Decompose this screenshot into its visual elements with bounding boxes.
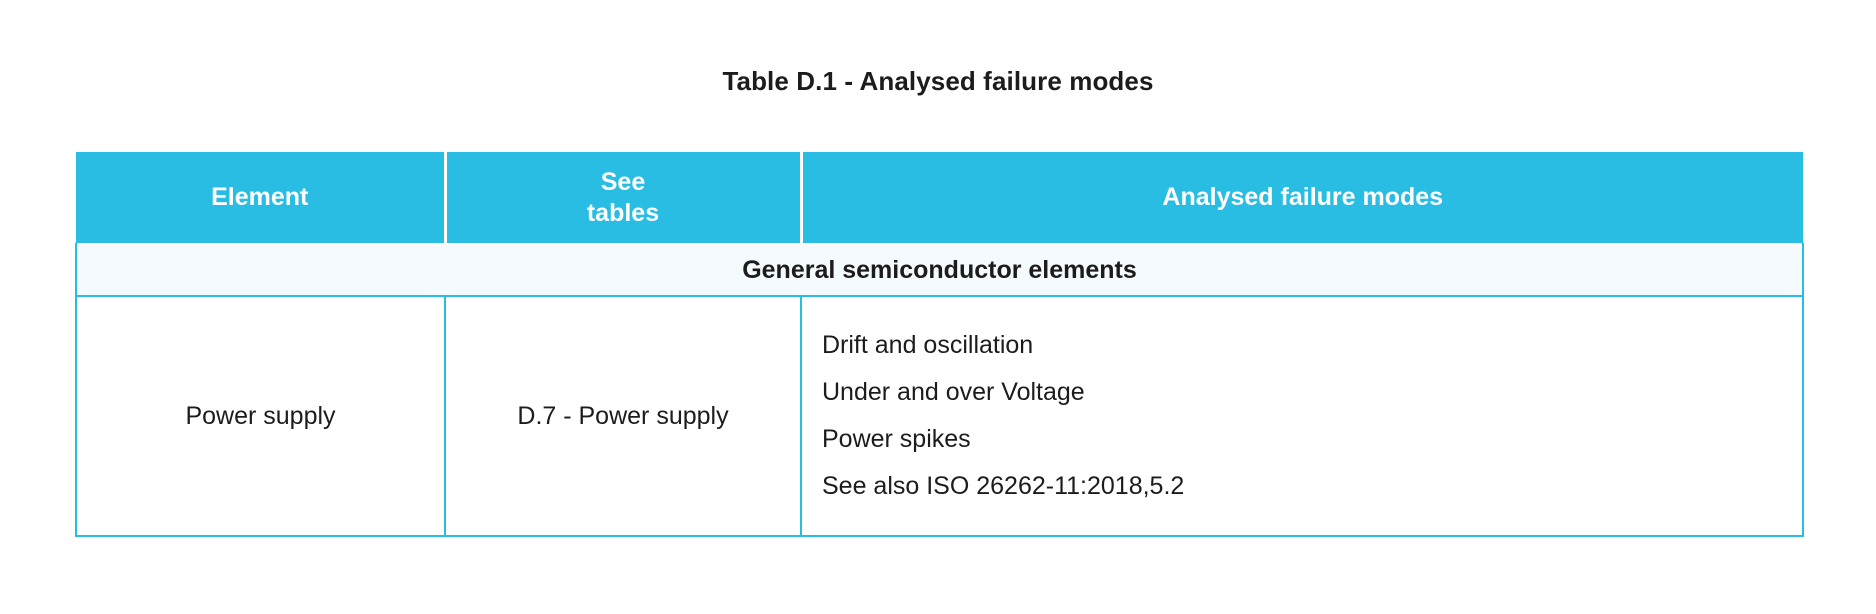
column-header-see-tables-line2: tables [586, 198, 660, 227]
table-caption: Table D.1 - Analysed failure modes [722, 66, 1154, 96]
column-header-element: Element [76, 152, 447, 244]
cell-element-power-supply: Power supply [75, 296, 446, 537]
list-item: Under and over Voltage [822, 378, 1085, 406]
section-header-row: General semiconductor elements [75, 243, 1804, 297]
column-header-see-tables-line1: See [600, 168, 646, 196]
table-row: Power supply D.7 - Power supply Drift an… [75, 296, 1804, 537]
header-row: Element See tables Analysed failure mode… [76, 152, 1803, 244]
table-body: General semiconductor elements Power sup… [75, 243, 1804, 537]
failure-mode-list: Drift and oscillation Under and over Vol… [822, 333, 1782, 499]
column-header-analysed-failure-modes: Analysed failure modes [801, 152, 1803, 244]
failure-modes-table-wrapper: Element See tables Analysed failure mode… [75, 152, 1804, 537]
section-title-general-semiconductor-elements: General semiconductor elements [75, 243, 1804, 297]
list-item: See also ISO 26262-11:2018,5.2 [822, 472, 1185, 500]
table-header: Element See tables Analysed failure mode… [76, 152, 1803, 244]
list-item: Power spikes [822, 425, 971, 453]
column-header-see-tables: See tables [445, 152, 803, 244]
list-item: Drift and oscillation [822, 331, 1034, 359]
failure-modes-table: Element See tables Analysed failure mode… [75, 152, 1804, 537]
cell-see-tables-d7: D.7 - Power supply [444, 296, 802, 537]
cell-analysed-failure-modes: Drift and oscillation Under and over Vol… [800, 296, 1804, 537]
